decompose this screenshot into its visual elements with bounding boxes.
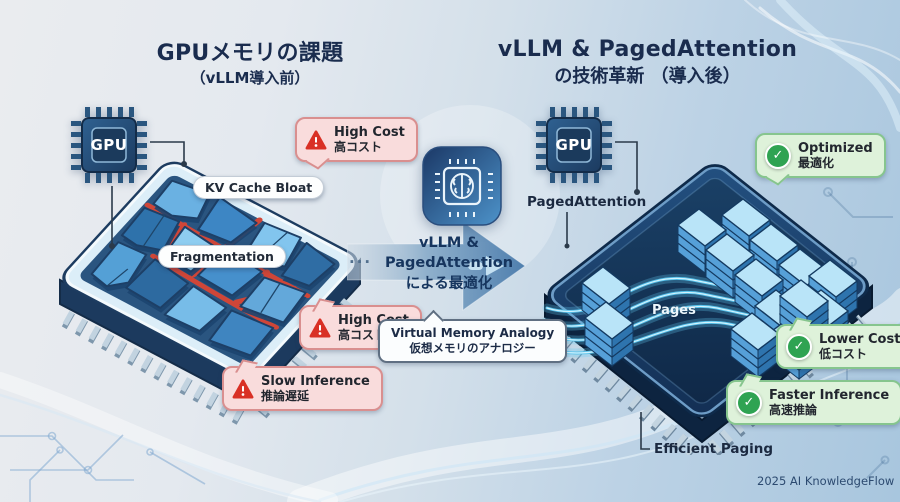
benefit-text-en: Faster Inference bbox=[769, 388, 890, 403]
warning-triangle-icon bbox=[309, 318, 331, 338]
arrow-caption-line1: vLLM & bbox=[418, 235, 480, 251]
gpu-chip-icon-right-art bbox=[536, 107, 612, 183]
arrow-caption-line3: による最適化 bbox=[405, 275, 493, 292]
right-title-line1: vLLM & PagedAttention bbox=[497, 37, 798, 62]
virtual-memory-analogy-bubble: Virtual Memory Analogy 仮想メモリのアナロジー bbox=[378, 309, 568, 363]
benefit-bubble-lower-cost: ✓ Lower Cost 低コスト bbox=[776, 317, 900, 370]
check-icon: ✓ bbox=[786, 333, 812, 360]
benefit-text-ja: 低コスト bbox=[819, 347, 868, 362]
right-title-line2: の技術革新 （導入後） bbox=[554, 65, 741, 87]
credit-text: 2025 AI KnowledgeFlow bbox=[757, 474, 895, 488]
warning-bubble-high-cost-top: High Cost 高コスト bbox=[295, 117, 418, 171]
warning-text-ja: 高コスト bbox=[338, 328, 387, 343]
memory-fragments bbox=[90, 179, 336, 361]
benefit-text-ja: 最適化 bbox=[798, 156, 835, 171]
analogy-text-ja: 仮想メモリのアナロジー bbox=[409, 341, 536, 355]
check-icon: ✓ bbox=[736, 389, 762, 416]
left-title-line2: （vLLM導入前） bbox=[190, 68, 310, 87]
transformation-arrow bbox=[347, 221, 526, 311]
fragmentation-pill: Fragmentation bbox=[158, 245, 286, 268]
gpu-label-right: GPU bbox=[555, 136, 593, 154]
left-title: GPUメモリの課題 （vLLM導入前） bbox=[95, 40, 405, 88]
pages-label: Pages bbox=[652, 303, 696, 318]
check-icon: ✓ bbox=[765, 142, 791, 169]
right-title: vLLM & PagedAttention の技術革新 （導入後） bbox=[490, 36, 805, 88]
warning-triangle-icon bbox=[232, 379, 254, 399]
kv-cache-bloat-pill: KV Cache Bloat bbox=[193, 176, 325, 199]
arrow-leading-dots: ··· bbox=[349, 253, 373, 271]
brain-glyph bbox=[450, 173, 474, 199]
small-arrow-glyph bbox=[468, 256, 504, 276]
arrow-caption: vLLM & PagedAttention による最適化 bbox=[374, 233, 524, 294]
benefit-text-en: Lower Cost bbox=[819, 332, 900, 347]
chip-glyph bbox=[435, 159, 493, 217]
gpu-chip-icon-left: GPU bbox=[68, 104, 150, 186]
gpu-label-left: GPU bbox=[90, 136, 128, 154]
warning-text-ja: 高コスト bbox=[334, 140, 383, 155]
benefit-text-en: Optimized bbox=[798, 141, 873, 156]
gpu-chip-icon-left-art bbox=[71, 107, 147, 183]
paged-attention-label: PagedAttention bbox=[527, 194, 647, 210]
left-title-line1: GPUメモリの課題 bbox=[156, 41, 344, 66]
ai-brain-chip-icon bbox=[422, 146, 502, 226]
efficient-paging-label: Efficient Paging bbox=[654, 441, 774, 457]
left-chip-fragmented-memory bbox=[59, 161, 361, 426]
benefit-bubble-faster-inference: ✓ Faster Inference 高速推論 bbox=[726, 373, 900, 426]
circuit-traces-left bbox=[0, 431, 206, 502]
analogy-text-en: Virtual Memory Analogy bbox=[391, 326, 555, 340]
warning-text-ja: 推論遅延 bbox=[261, 389, 310, 404]
warning-text-en: Slow Inference bbox=[261, 374, 370, 389]
warning-text-en: High Cost bbox=[334, 125, 405, 140]
benefit-text-ja: 高速推論 bbox=[769, 403, 818, 418]
left-chip-top-surface bbox=[62, 161, 358, 379]
warning-bubble-slow-inference: Slow Inference 推論遅延 bbox=[222, 359, 383, 412]
warning-triangle-icon bbox=[305, 130, 327, 150]
gpu-chip-icon-right: GPU bbox=[533, 104, 615, 186]
arrow-caption-line2: PagedAttention bbox=[384, 255, 514, 272]
benefit-bubble-optimized: ✓ Optimized 最適化 bbox=[755, 133, 886, 187]
warning-bubble-high-cost-bottom: High Cost 高コスト bbox=[299, 298, 422, 351]
